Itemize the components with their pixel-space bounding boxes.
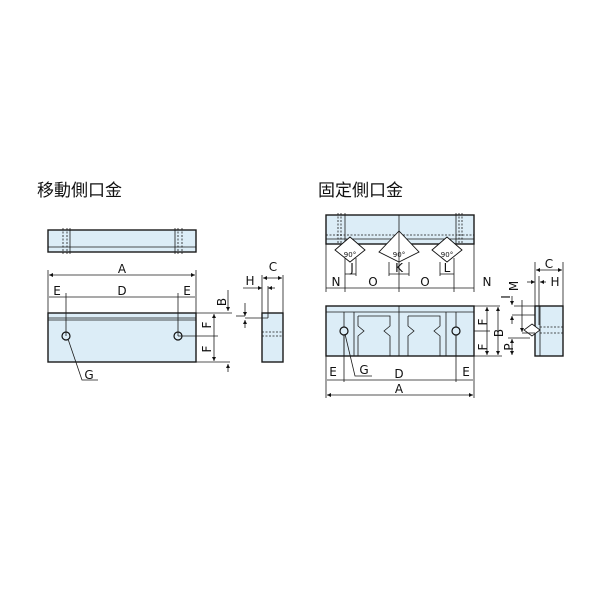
label-J: J <box>349 261 354 275</box>
label-C: C <box>545 257 553 271</box>
label-A: A <box>395 382 404 396</box>
label-O-right: O <box>420 275 429 289</box>
label-G: G <box>359 363 368 377</box>
label-K: K <box>395 261 404 275</box>
label-D: D <box>117 284 126 298</box>
label-D: D <box>394 367 403 381</box>
label-H: H <box>550 275 559 289</box>
label-E-left: E <box>329 365 337 379</box>
label-I: I <box>499 295 513 299</box>
label-B: B <box>492 329 506 337</box>
label-E-right: E <box>183 284 191 298</box>
bolt-hole <box>451 326 461 336</box>
fixed-jaw-top-view: 90° 90° 90° <box>325 213 475 292</box>
fixed-jaw-title: 固定側口金 <box>318 181 403 201</box>
movable-jaw-title: 移動側口金 <box>37 181 122 201</box>
movable-jaw-front-view <box>47 270 232 381</box>
label-M: M <box>507 281 521 291</box>
label-F-upper: F <box>200 321 214 328</box>
label-H: H <box>245 274 254 288</box>
label-A: A <box>118 262 127 276</box>
label-L: L <box>444 261 451 275</box>
label-G: G <box>84 368 93 382</box>
movable-jaw-side-view <box>236 275 284 363</box>
angle-label-L: 90° <box>441 251 453 259</box>
label-N-left: N <box>332 275 341 289</box>
label-N-right: N <box>483 275 492 289</box>
label-B: B <box>215 298 229 306</box>
label-F-upper: F <box>476 318 490 325</box>
label-E-left: E <box>53 284 61 298</box>
label-F-lower: F <box>200 345 214 352</box>
fixed-jaw-side-view <box>508 262 564 357</box>
label-C: C <box>269 260 277 274</box>
movable-jaw-top-view <box>47 228 197 254</box>
bolt-hole <box>339 326 349 336</box>
label-P: P <box>502 343 516 350</box>
label-E-right: E <box>462 365 470 379</box>
label-O-left: O <box>368 275 377 289</box>
label-F-lower: F <box>476 343 490 350</box>
fixed-jaw-front-view <box>325 305 502 398</box>
angle-label-J: 90° <box>344 251 356 259</box>
